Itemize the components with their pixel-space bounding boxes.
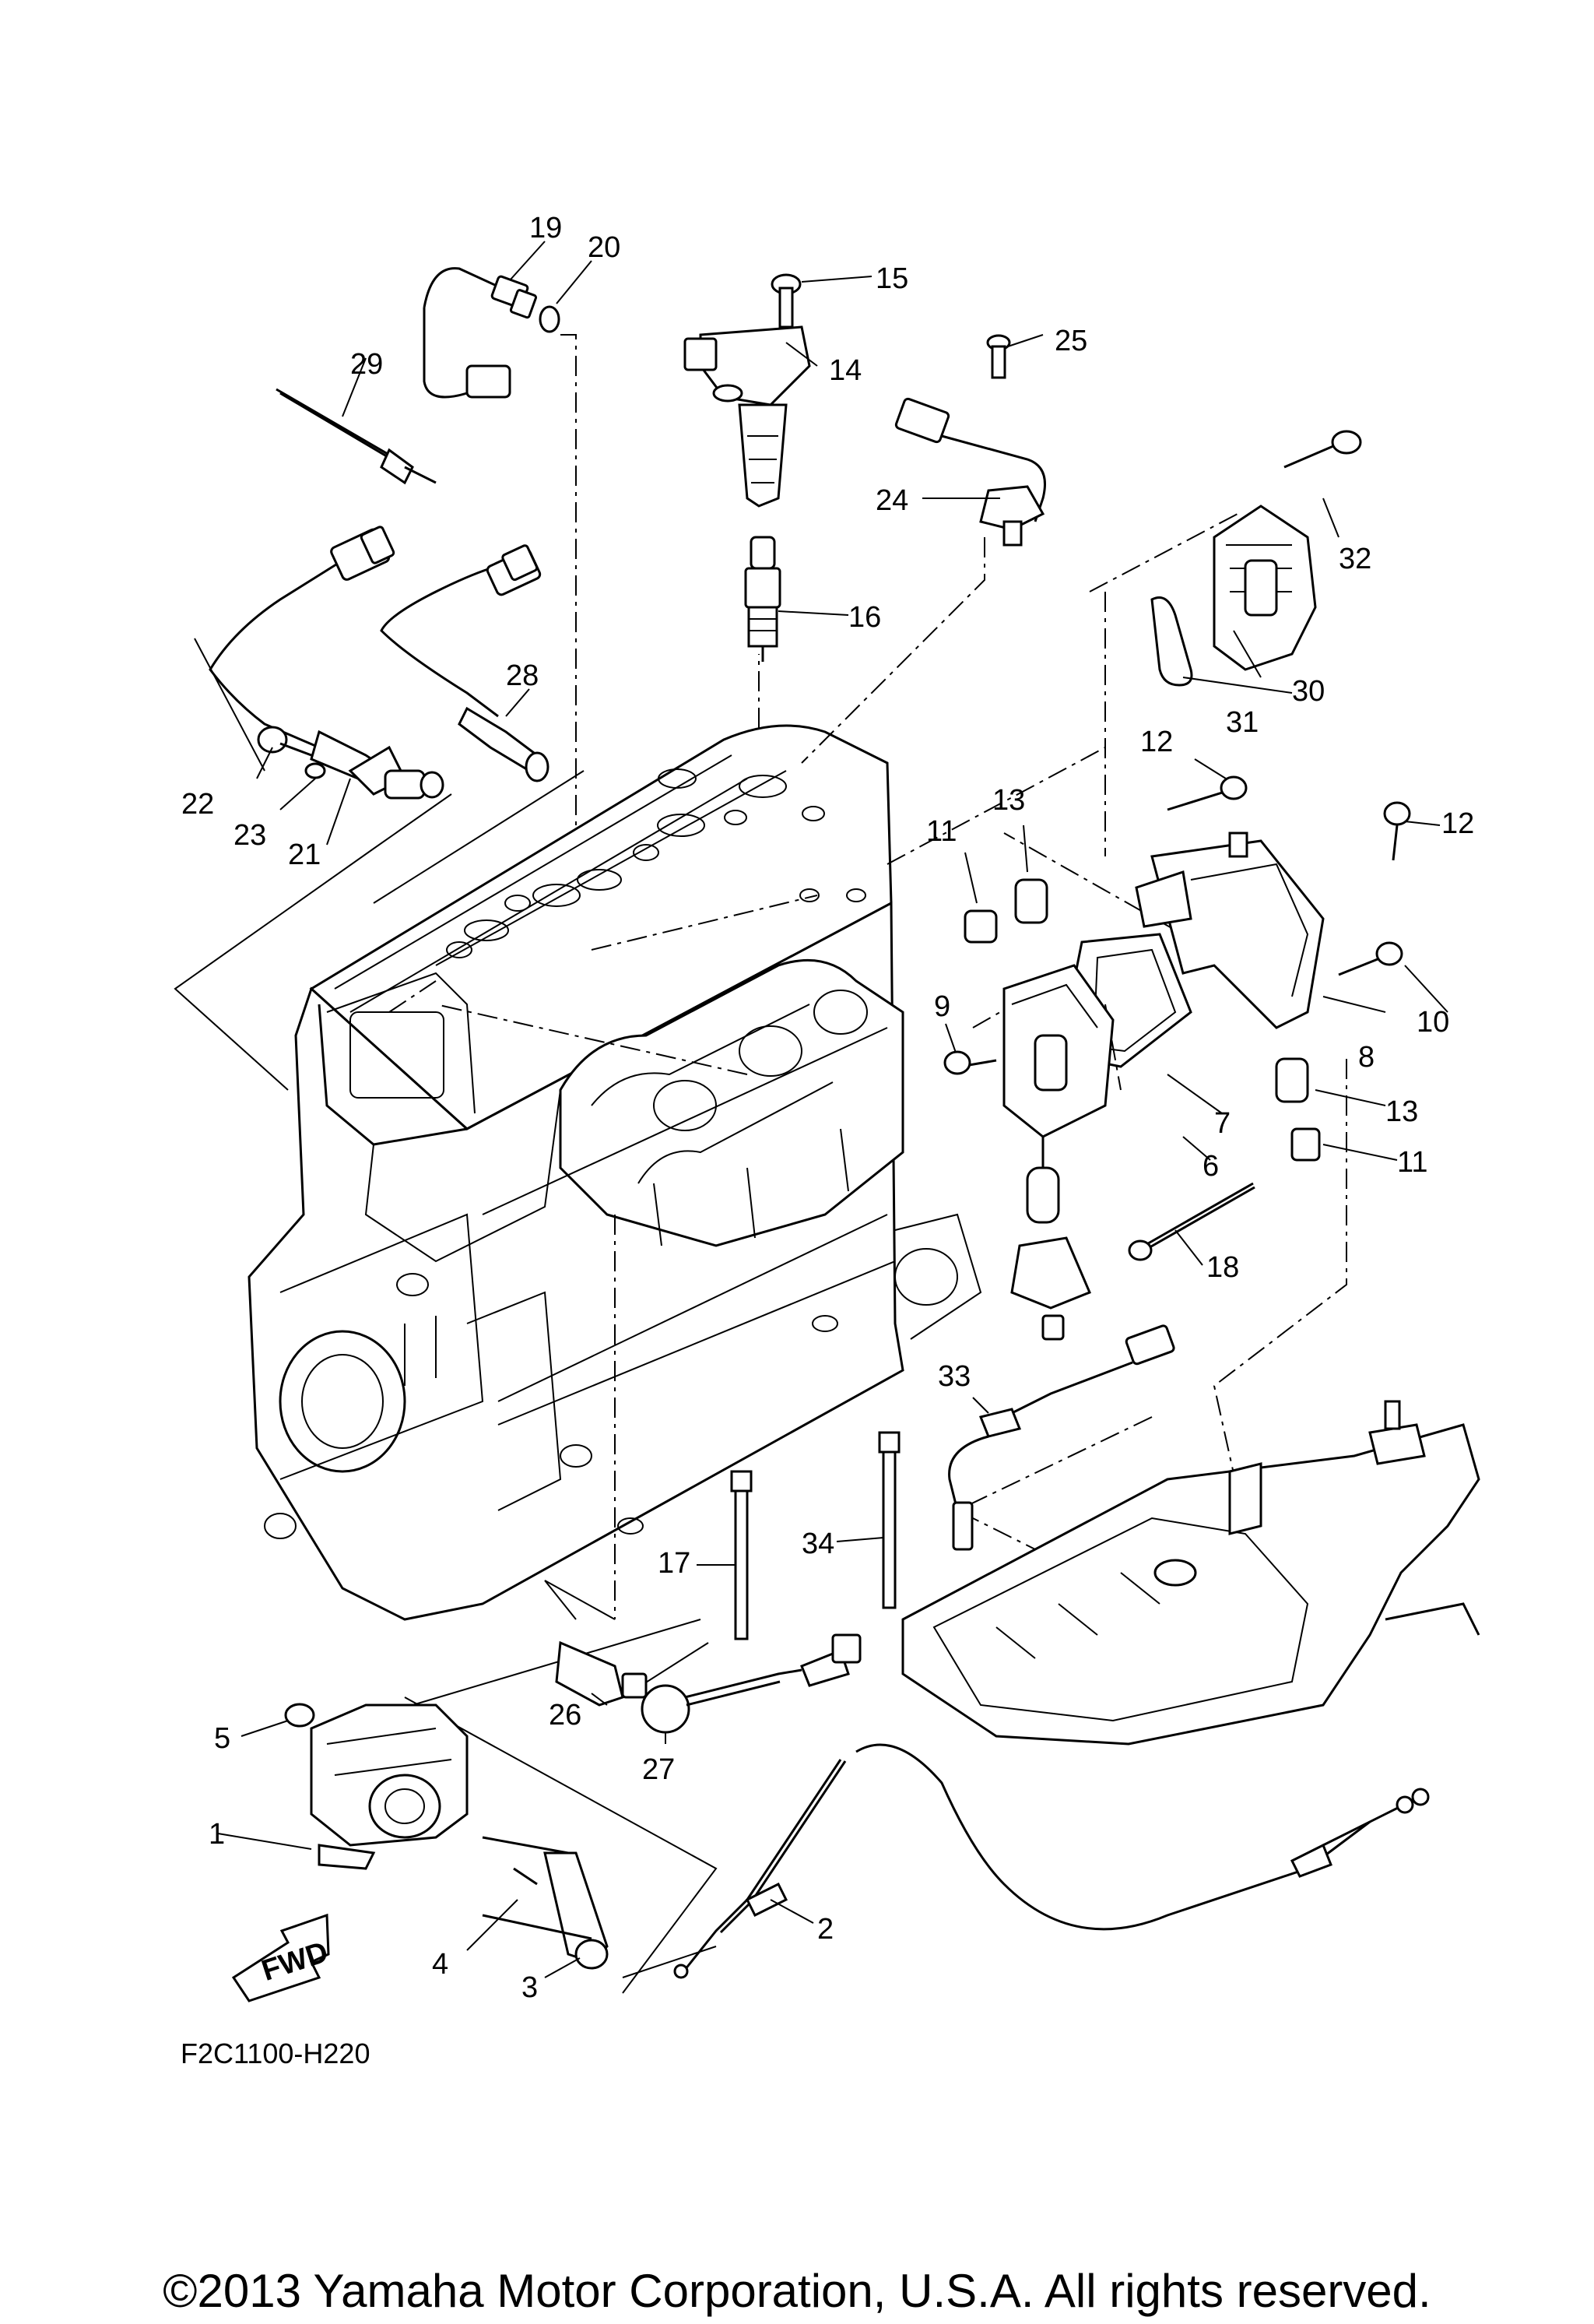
callout-26: 26 [549, 1699, 581, 1732]
callout-20: 20 [588, 231, 620, 264]
callout-31: 31 [1226, 706, 1259, 739]
callout-1: 1 [209, 1818, 225, 1851]
throttle-body-8 [1135, 832, 1325, 1029]
bolts-12 [1167, 775, 1411, 861]
sensor-18 [1128, 1182, 1255, 1261]
callout-12a: 12 [1140, 726, 1173, 758]
leader-lines [217, 241, 1448, 1978]
engine-block [248, 724, 982, 1621]
callout-11b: 11 [1397, 1146, 1427, 1179]
sensor-27 [641, 1633, 862, 1734]
dipstick-29 [276, 388, 437, 485]
callout-14: 14 [829, 354, 862, 387]
callout-7: 7 [1214, 1107, 1231, 1140]
callout-11a: 11 [926, 815, 957, 848]
bolt-9 [943, 1050, 997, 1075]
sensor-33 [948, 1324, 1175, 1551]
cable-ties [730, 1431, 901, 1640]
cable-2 [673, 1743, 1430, 1979]
fwd-arrow: FWD [231, 1913, 332, 2002]
callout-2: 2 [817, 1913, 834, 1946]
callout-32: 32 [1339, 543, 1371, 575]
callout-15: 15 [876, 262, 908, 295]
copyright-notice: ©2013 Yamaha Motor Corporation, U.S.A. A… [163, 2265, 1431, 2317]
callout-13b: 13 [1385, 1095, 1418, 1128]
callout-33: 33 [938, 1360, 971, 1393]
callout-9: 9 [934, 990, 950, 1023]
callout-13a: 13 [992, 784, 1025, 817]
exhaust-pipe [901, 1400, 1480, 1746]
callout-6: 6 [1203, 1150, 1219, 1183]
sensor-26 [555, 1640, 648, 1707]
callout-30: 30 [1292, 675, 1325, 708]
callout-3: 3 [521, 1971, 538, 2004]
callout-19: 19 [529, 212, 562, 244]
callout-28: 28 [506, 659, 539, 692]
throttle-assembly-1 [284, 1703, 609, 1970]
ignition-coil-14 [683, 273, 811, 508]
callout-34: 34 [802, 1528, 834, 1560]
callout-29: 29 [350, 348, 383, 381]
callout-24: 24 [876, 484, 908, 517]
callout-8: 8 [1358, 1041, 1375, 1074]
callout-16: 16 [848, 601, 881, 634]
callout-25: 25 [1055, 325, 1087, 357]
callout-5: 5 [214, 1722, 230, 1755]
bracket-lines [174, 638, 718, 1994]
callouts: 1 2 3 4 5 6 7 8 9 10 11 11 12 12 13 13 1… [181, 212, 1474, 2004]
callout-21: 21 [288, 839, 321, 871]
sensor-28 [380, 544, 549, 782]
callout-22: 22 [181, 788, 214, 821]
ecu-6 [1002, 964, 1115, 1341]
bolt-22 [257, 726, 326, 779]
sensor-21 [209, 526, 444, 800]
callout-23: 23 [233, 819, 266, 852]
spark-plug-16 [744, 536, 781, 662]
callout-10: 10 [1417, 1006, 1449, 1039]
callout-17: 17 [658, 1547, 690, 1580]
callout-4: 4 [432, 1948, 448, 1981]
bolt-10 [1338, 941, 1403, 976]
diagram-code: F2C1100-H220 [181, 2037, 370, 2069]
callout-27: 27 [642, 1753, 675, 1786]
grommets-11-13 [964, 878, 1321, 1162]
callout-18: 18 [1206, 1251, 1239, 1284]
module-30 [1150, 430, 1362, 687]
sensor-19 [423, 267, 560, 399]
callout-12b: 12 [1441, 807, 1474, 840]
sensor-24 [894, 334, 1046, 547]
